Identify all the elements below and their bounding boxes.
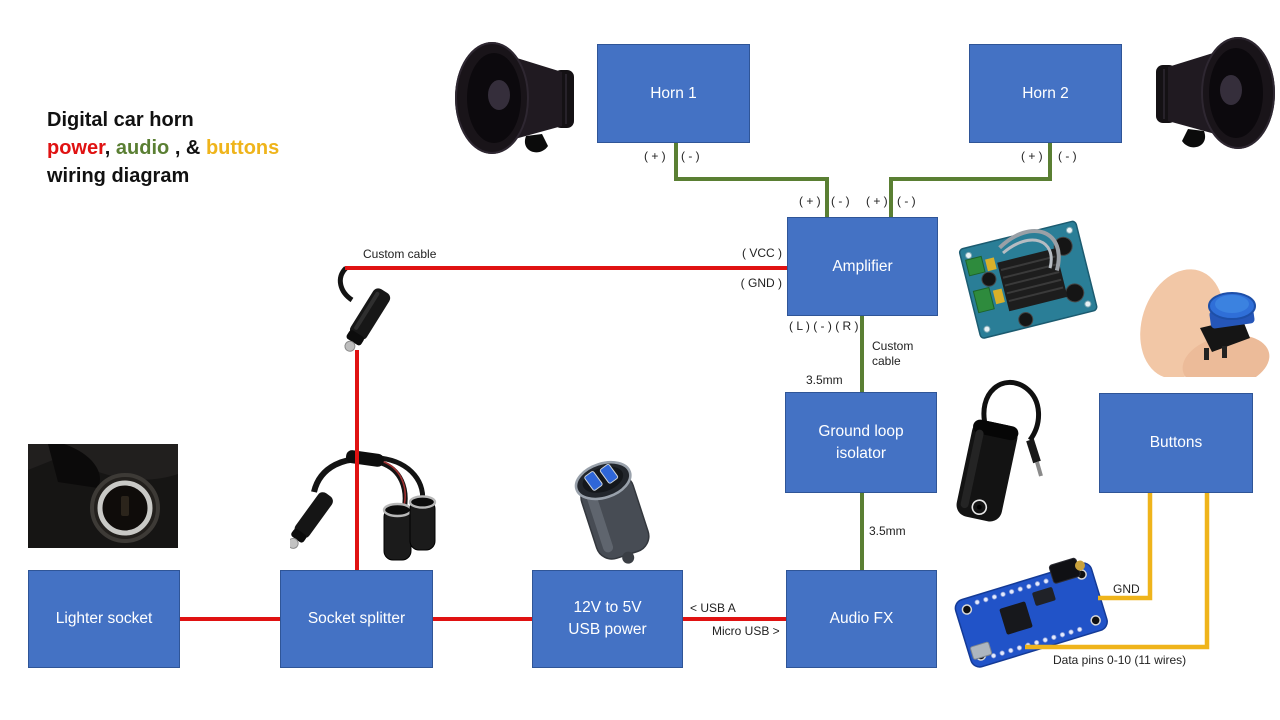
- custom-cable-plug-photo: [337, 266, 391, 352]
- horn-photo-right: [1156, 37, 1275, 149]
- label-amp-in1-positive: ( + ): [799, 194, 821, 208]
- push-button-photo: [1140, 269, 1270, 377]
- title-sep2: , &: [169, 137, 206, 159]
- node-horn1-label: Horn 1: [650, 84, 697, 102]
- label-amp-in2-positive: ( + ): [866, 194, 888, 208]
- label-data-pins: Data pins 0-10 (11 wires): [1053, 653, 1187, 667]
- node-buttons: Buttons: [1099, 393, 1253, 493]
- node-audio-fx: Audio FX: [786, 570, 937, 668]
- label-gnd: GND: [1113, 582, 1140, 596]
- node-horn2-label: Horn 2: [1022, 84, 1069, 102]
- label-horn1-positive: ( + ): [644, 149, 666, 163]
- node-audiofx-label: Audio FX: [829, 610, 894, 628]
- label-usb-a: < USB A: [690, 601, 736, 615]
- label-amp-vcc: ( VCC ): [742, 246, 782, 260]
- node-lighter-socket: Lighter socket: [28, 570, 180, 668]
- node-usb-power: 12V to 5V USB power: [532, 570, 683, 668]
- node-splitter-label: Socket splitter: [307, 610, 406, 628]
- usb-car-charger-photo: [574, 460, 650, 564]
- amplifier-board-photo: [958, 220, 1098, 339]
- label-amp-gnd: ( GND ): [740, 276, 782, 290]
- node-gli-line1: Ground loop: [818, 422, 904, 440]
- horn-photo-left: [455, 42, 574, 154]
- title-line2: power, audio , & buttons: [47, 134, 279, 162]
- title-word-audio: audio: [115, 137, 170, 159]
- label-custom-cable-audio: Custom cable: [872, 339, 914, 368]
- title-line1: Digital car horn: [47, 109, 194, 131]
- label-35mm-bottom: 3.5mm: [869, 524, 906, 538]
- wire-audio-horn2-to-amplifier: [889, 143, 1052, 218]
- wire-audio-horn1-to-amplifier: [674, 143, 829, 218]
- node-lighter-label: Lighter socket: [55, 610, 153, 628]
- socket-splitter-photo: [290, 450, 437, 561]
- node-usb-line2: USB power: [568, 621, 647, 638]
- audio-fx-board-photo: [954, 557, 1108, 668]
- ground-loop-isolator-photo: [956, 380, 1043, 522]
- label-horn1-negative: ( - ): [681, 149, 700, 163]
- lighter-socket-photo: [28, 444, 178, 548]
- title-word-power: power: [47, 137, 105, 159]
- wire-buttons-gnd: [1098, 492, 1153, 601]
- label-amp-in2-negative: ( - ): [897, 194, 916, 208]
- node-horn1: Horn 1: [597, 44, 750, 143]
- title-line3: wiring diagram: [47, 165, 190, 187]
- node-amplifier: Amplifier: [787, 217, 938, 316]
- label-amp-in1-negative: ( - ): [831, 194, 850, 208]
- node-gli-line2: isolator: [836, 444, 886, 462]
- label-custom-cable-power: Custom cable: [363, 247, 437, 261]
- label-horn2-positive: ( + ): [1021, 149, 1043, 163]
- node-amplifier-label: Amplifier: [832, 257, 893, 275]
- title-sep1: ,: [104, 137, 116, 159]
- label-horn2-negative: ( - ): [1058, 149, 1077, 163]
- label-35mm-top: 3.5mm: [806, 373, 843, 387]
- node-buttons-label: Buttons: [1149, 434, 1203, 452]
- diagram-title: Digital car horn power, audio , & button…: [47, 106, 279, 190]
- node-ground-loop-isolator: Ground loop isolator: [785, 392, 937, 493]
- node-socket-splitter: Socket splitter: [280, 570, 433, 668]
- label-micro-usb: Micro USB >: [712, 624, 780, 638]
- node-horn2: Horn 2: [969, 44, 1122, 143]
- node-usb-line1: 12V to 5V: [573, 599, 642, 617]
- wire-buttons-datapins: [1025, 492, 1210, 650]
- title-word-buttons: buttons: [205, 137, 280, 159]
- label-amp-output: ( L ) ( - ) ( R ): [789, 319, 859, 333]
